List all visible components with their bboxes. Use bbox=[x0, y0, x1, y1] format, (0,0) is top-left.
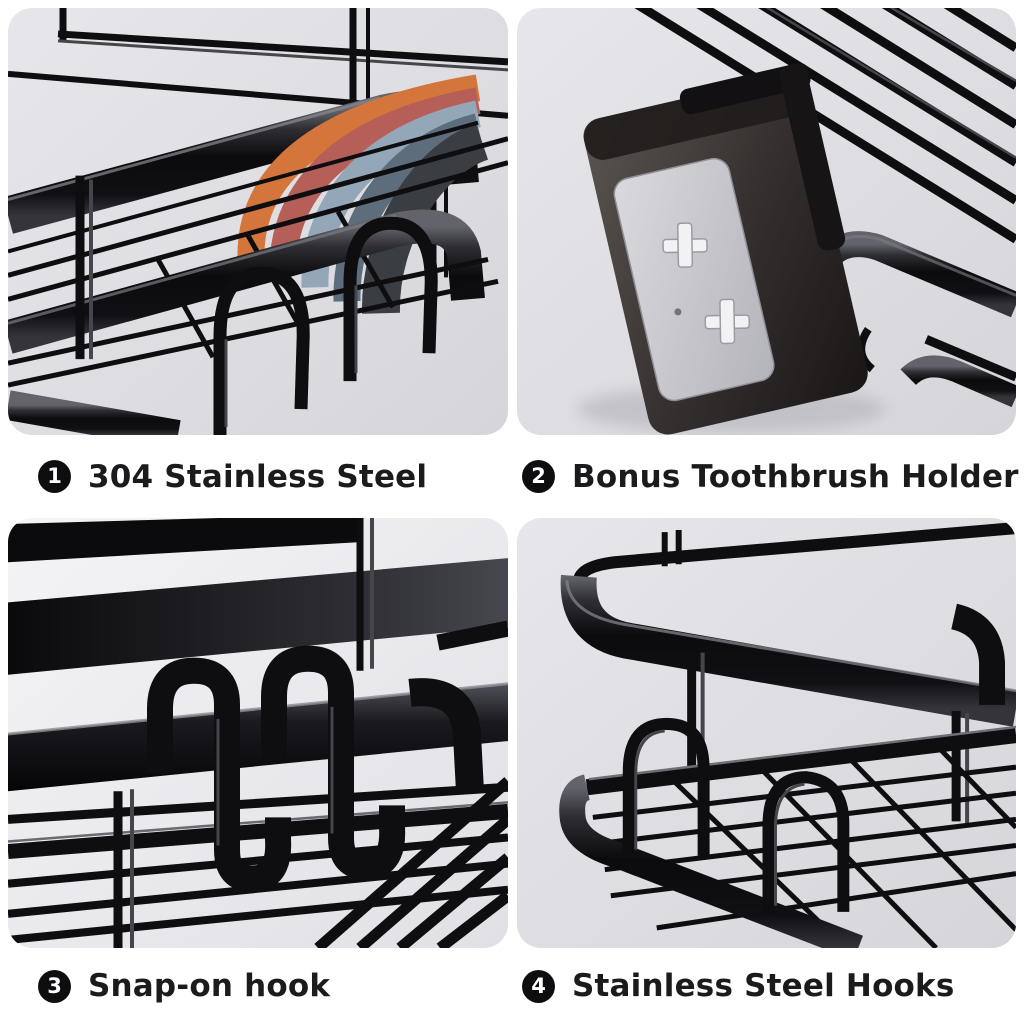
feature-caption-2: 2 Bonus Toothbrush Holder bbox=[517, 435, 1019, 518]
badge-number: 2 bbox=[531, 464, 546, 488]
photo-panel-3 bbox=[8, 518, 508, 948]
steel-u-hooks bbox=[622, 717, 850, 914]
steel-hooks-photo bbox=[517, 518, 1016, 948]
feature-label: 304 Stainless Steel bbox=[88, 458, 428, 495]
feature-label: Bonus Toothbrush Holder bbox=[572, 458, 1019, 495]
number-badge: 3 bbox=[38, 969, 71, 1003]
toothbrush-holder-photo bbox=[517, 8, 1016, 435]
snap-on-hook-photo bbox=[8, 518, 508, 948]
wire-u-hooks bbox=[213, 216, 438, 435]
badge-number: 1 bbox=[47, 464, 62, 488]
feature-label: Snap-on hook bbox=[88, 968, 331, 1004]
number-badge: 4 bbox=[522, 969, 555, 1003]
number-badge: 1 bbox=[38, 460, 71, 493]
drain-plus-hole bbox=[662, 222, 708, 268]
upper-bars bbox=[8, 518, 508, 675]
shower-caddy-steel-layers-photo bbox=[8, 8, 508, 435]
badge-number: 4 bbox=[531, 973, 546, 998]
hanging-rail bbox=[8, 678, 508, 793]
toothbrush-holder-cup bbox=[583, 62, 868, 435]
feature-caption-1: 1 304 Stainless Steel bbox=[8, 435, 508, 518]
drain-dot-hole bbox=[674, 308, 682, 316]
wire-rack-bars bbox=[634, 8, 1016, 244]
drain-plus-hole bbox=[704, 298, 751, 345]
basket-side-wires bbox=[8, 777, 508, 948]
snap-on-hooks bbox=[147, 645, 406, 892]
photo-panel-4 bbox=[517, 518, 1016, 948]
wire-basket bbox=[559, 725, 1016, 948]
feature-caption-4: 4 Stainless Steel Hooks bbox=[517, 948, 1016, 1024]
feature-label: Stainless Steel Hooks bbox=[572, 968, 955, 1004]
feature-caption-3: 3 Snap-on hook bbox=[8, 948, 508, 1024]
badge-number: 3 bbox=[47, 973, 62, 998]
top-frame bbox=[560, 522, 1016, 727]
number-badge: 2 bbox=[522, 460, 555, 493]
mounting-clip bbox=[679, 62, 846, 251]
photo-panel-2 bbox=[517, 8, 1016, 435]
photo-panel-1 bbox=[8, 8, 508, 435]
